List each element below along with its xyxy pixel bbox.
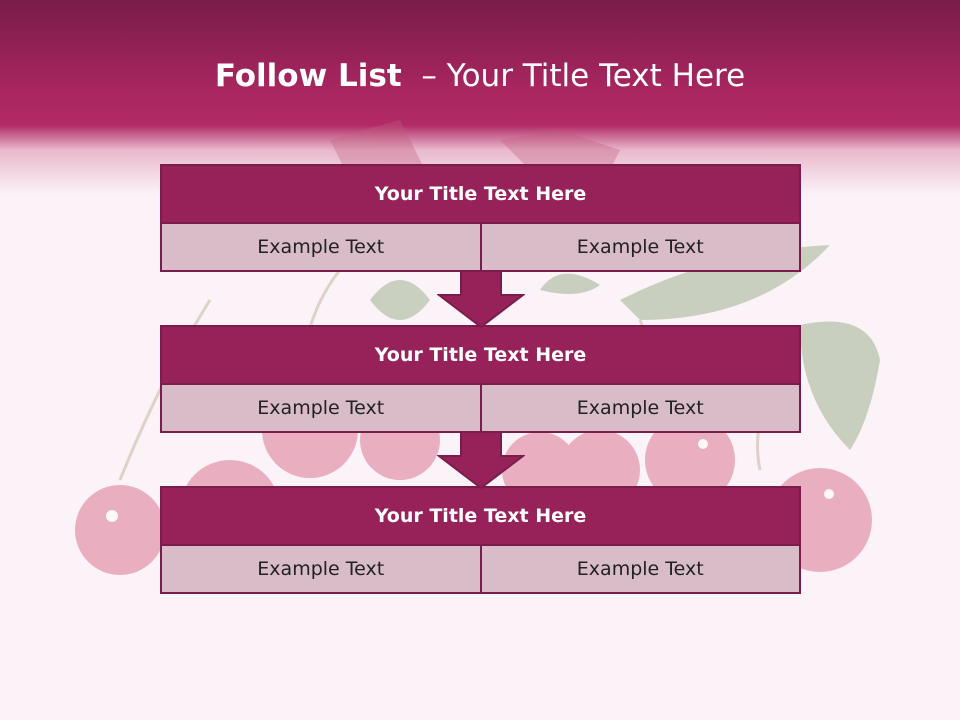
block-cell-left: Example Text [162,385,480,431]
slide-title-bold: Follow List [214,58,402,94]
down-arrow-icon [437,270,525,329]
block-cell-left: Example Text [162,546,480,592]
slide-title-rest: – Your Title Text Here [421,58,746,94]
block-row: Example Text Example Text [162,224,799,270]
block-cell-right: Example Text [481,224,799,270]
list-block-1: Your Title Text Here Example Text Exampl… [160,164,801,272]
list-block-2: Your Title Text Here Example Text Exampl… [160,325,801,433]
block-cell-left: Example Text [162,224,480,270]
block-title: Your Title Text Here [162,488,799,544]
block-title: Your Title Text Here [162,166,799,222]
block-cell-right: Example Text [481,546,799,592]
block-row: Example Text Example Text [162,385,799,431]
slide-title: Follow List – Your Title Text Here [0,56,960,96]
block-title: Your Title Text Here [162,327,799,383]
down-arrow-icon [437,431,525,490]
list-block-3: Your Title Text Here Example Text Exampl… [160,486,801,594]
block-row: Example Text Example Text [162,546,799,592]
block-cell-right: Example Text [481,385,799,431]
